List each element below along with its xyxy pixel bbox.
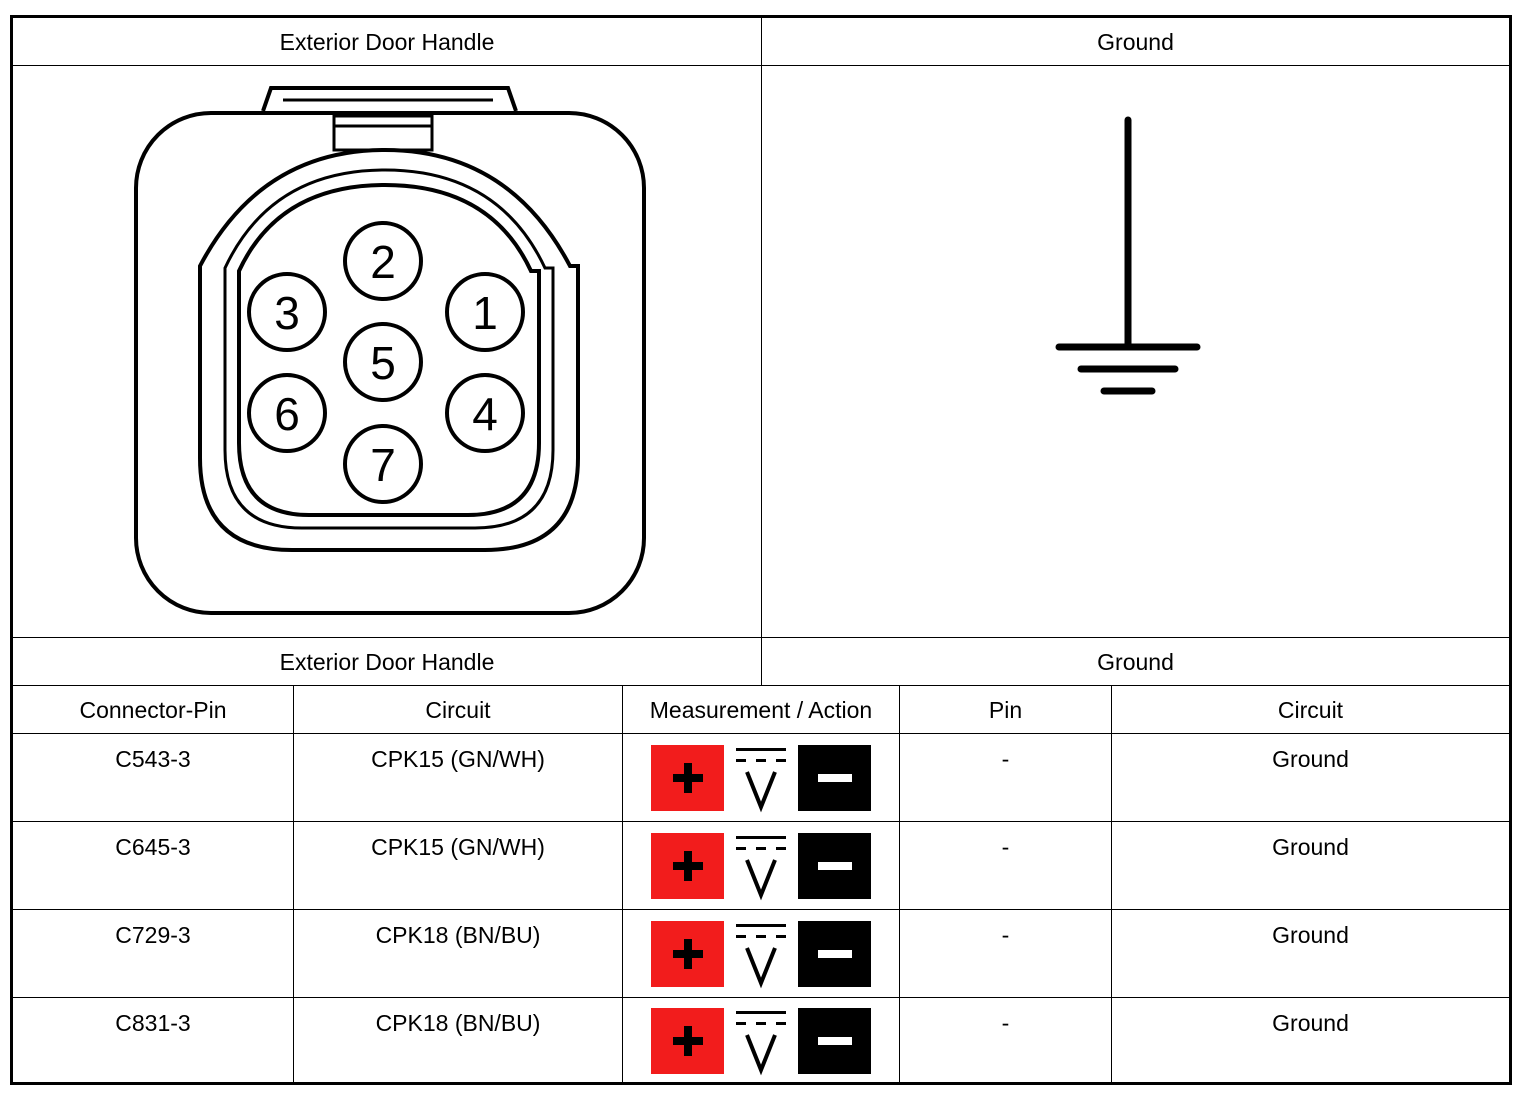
divider xyxy=(1111,685,1112,1082)
connector-face-icon: 1 2 3 4 5 6 7 xyxy=(134,86,646,615)
divider xyxy=(13,821,1509,822)
table-row-connector-pin: C831-3 xyxy=(115,1010,191,1036)
divider xyxy=(13,733,1509,734)
pin-label: 3 xyxy=(274,287,300,339)
top-header-right: Ground xyxy=(1097,28,1174,55)
table-row-connector-pin: C543-3 xyxy=(115,746,191,772)
minus-icon xyxy=(798,833,871,899)
divider xyxy=(13,909,1509,910)
divider xyxy=(622,685,623,1082)
minus-icon xyxy=(798,921,871,987)
divider xyxy=(293,685,294,1082)
table-row-circuit: CPK15 (GN/WH) xyxy=(371,746,545,772)
mid-header-right: Ground xyxy=(1097,648,1174,675)
pin-label: 5 xyxy=(370,337,396,389)
measurement-action xyxy=(651,1008,871,1076)
dc-voltmeter-icon xyxy=(724,1008,798,1076)
table-row-pin: - xyxy=(1001,1010,1010,1036)
table-row-pin: - xyxy=(1001,746,1010,772)
dc-voltmeter-icon xyxy=(724,833,798,901)
pin-label: 4 xyxy=(472,388,498,440)
plus-icon xyxy=(651,921,724,987)
minus-icon xyxy=(798,745,871,811)
plus-icon xyxy=(651,833,724,899)
mid-header-left: Exterior Door Handle xyxy=(279,648,495,675)
table-row-pin: - xyxy=(1001,922,1010,948)
plus-icon xyxy=(651,745,724,811)
table-row-ground-circuit: Ground xyxy=(1272,1010,1349,1036)
measurement-action xyxy=(651,833,871,901)
pin-label: 2 xyxy=(370,236,396,288)
divider xyxy=(899,685,900,1082)
table-row-pin: - xyxy=(1001,834,1010,860)
pin-label: 6 xyxy=(274,388,300,440)
table-row-ground-circuit: Ground xyxy=(1272,922,1349,948)
divider xyxy=(13,685,1509,686)
plus-icon xyxy=(651,1008,724,1074)
divider xyxy=(13,997,1509,998)
column-header-ground-circuit: Circuit xyxy=(1277,696,1344,723)
table-row-connector-pin: C729-3 xyxy=(115,922,191,948)
column-header-measurement: Measurement / Action xyxy=(649,696,873,723)
connector-test-sheet: Exterior Door Handle Ground 1 2 xyxy=(10,15,1512,1085)
pin-label: 1 xyxy=(472,287,498,339)
column-header-pin: Pin xyxy=(988,696,1023,723)
top-header-left: Exterior Door Handle xyxy=(279,28,495,55)
table-row-circuit: CPK15 (GN/WH) xyxy=(371,834,545,860)
table-row-circuit: CPK18 (BN/BU) xyxy=(375,1010,541,1036)
measurement-action xyxy=(651,745,871,813)
dc-voltmeter-icon xyxy=(724,921,798,989)
table-row-ground-circuit: Ground xyxy=(1272,834,1349,860)
column-header-circuit: Circuit xyxy=(425,696,491,723)
dc-voltmeter-icon xyxy=(724,745,798,813)
table-row-ground-circuit: Ground xyxy=(1272,746,1349,772)
table-row-circuit: CPK18 (BN/BU) xyxy=(375,922,541,948)
table-row-connector-pin: C645-3 xyxy=(115,834,191,860)
minus-icon xyxy=(798,1008,871,1074)
pin-label: 7 xyxy=(370,439,396,491)
measurement-action xyxy=(651,921,871,989)
divider xyxy=(761,18,762,685)
column-header-connector-pin: Connector-Pin xyxy=(79,696,227,723)
ground-symbol-icon xyxy=(1055,116,1201,395)
